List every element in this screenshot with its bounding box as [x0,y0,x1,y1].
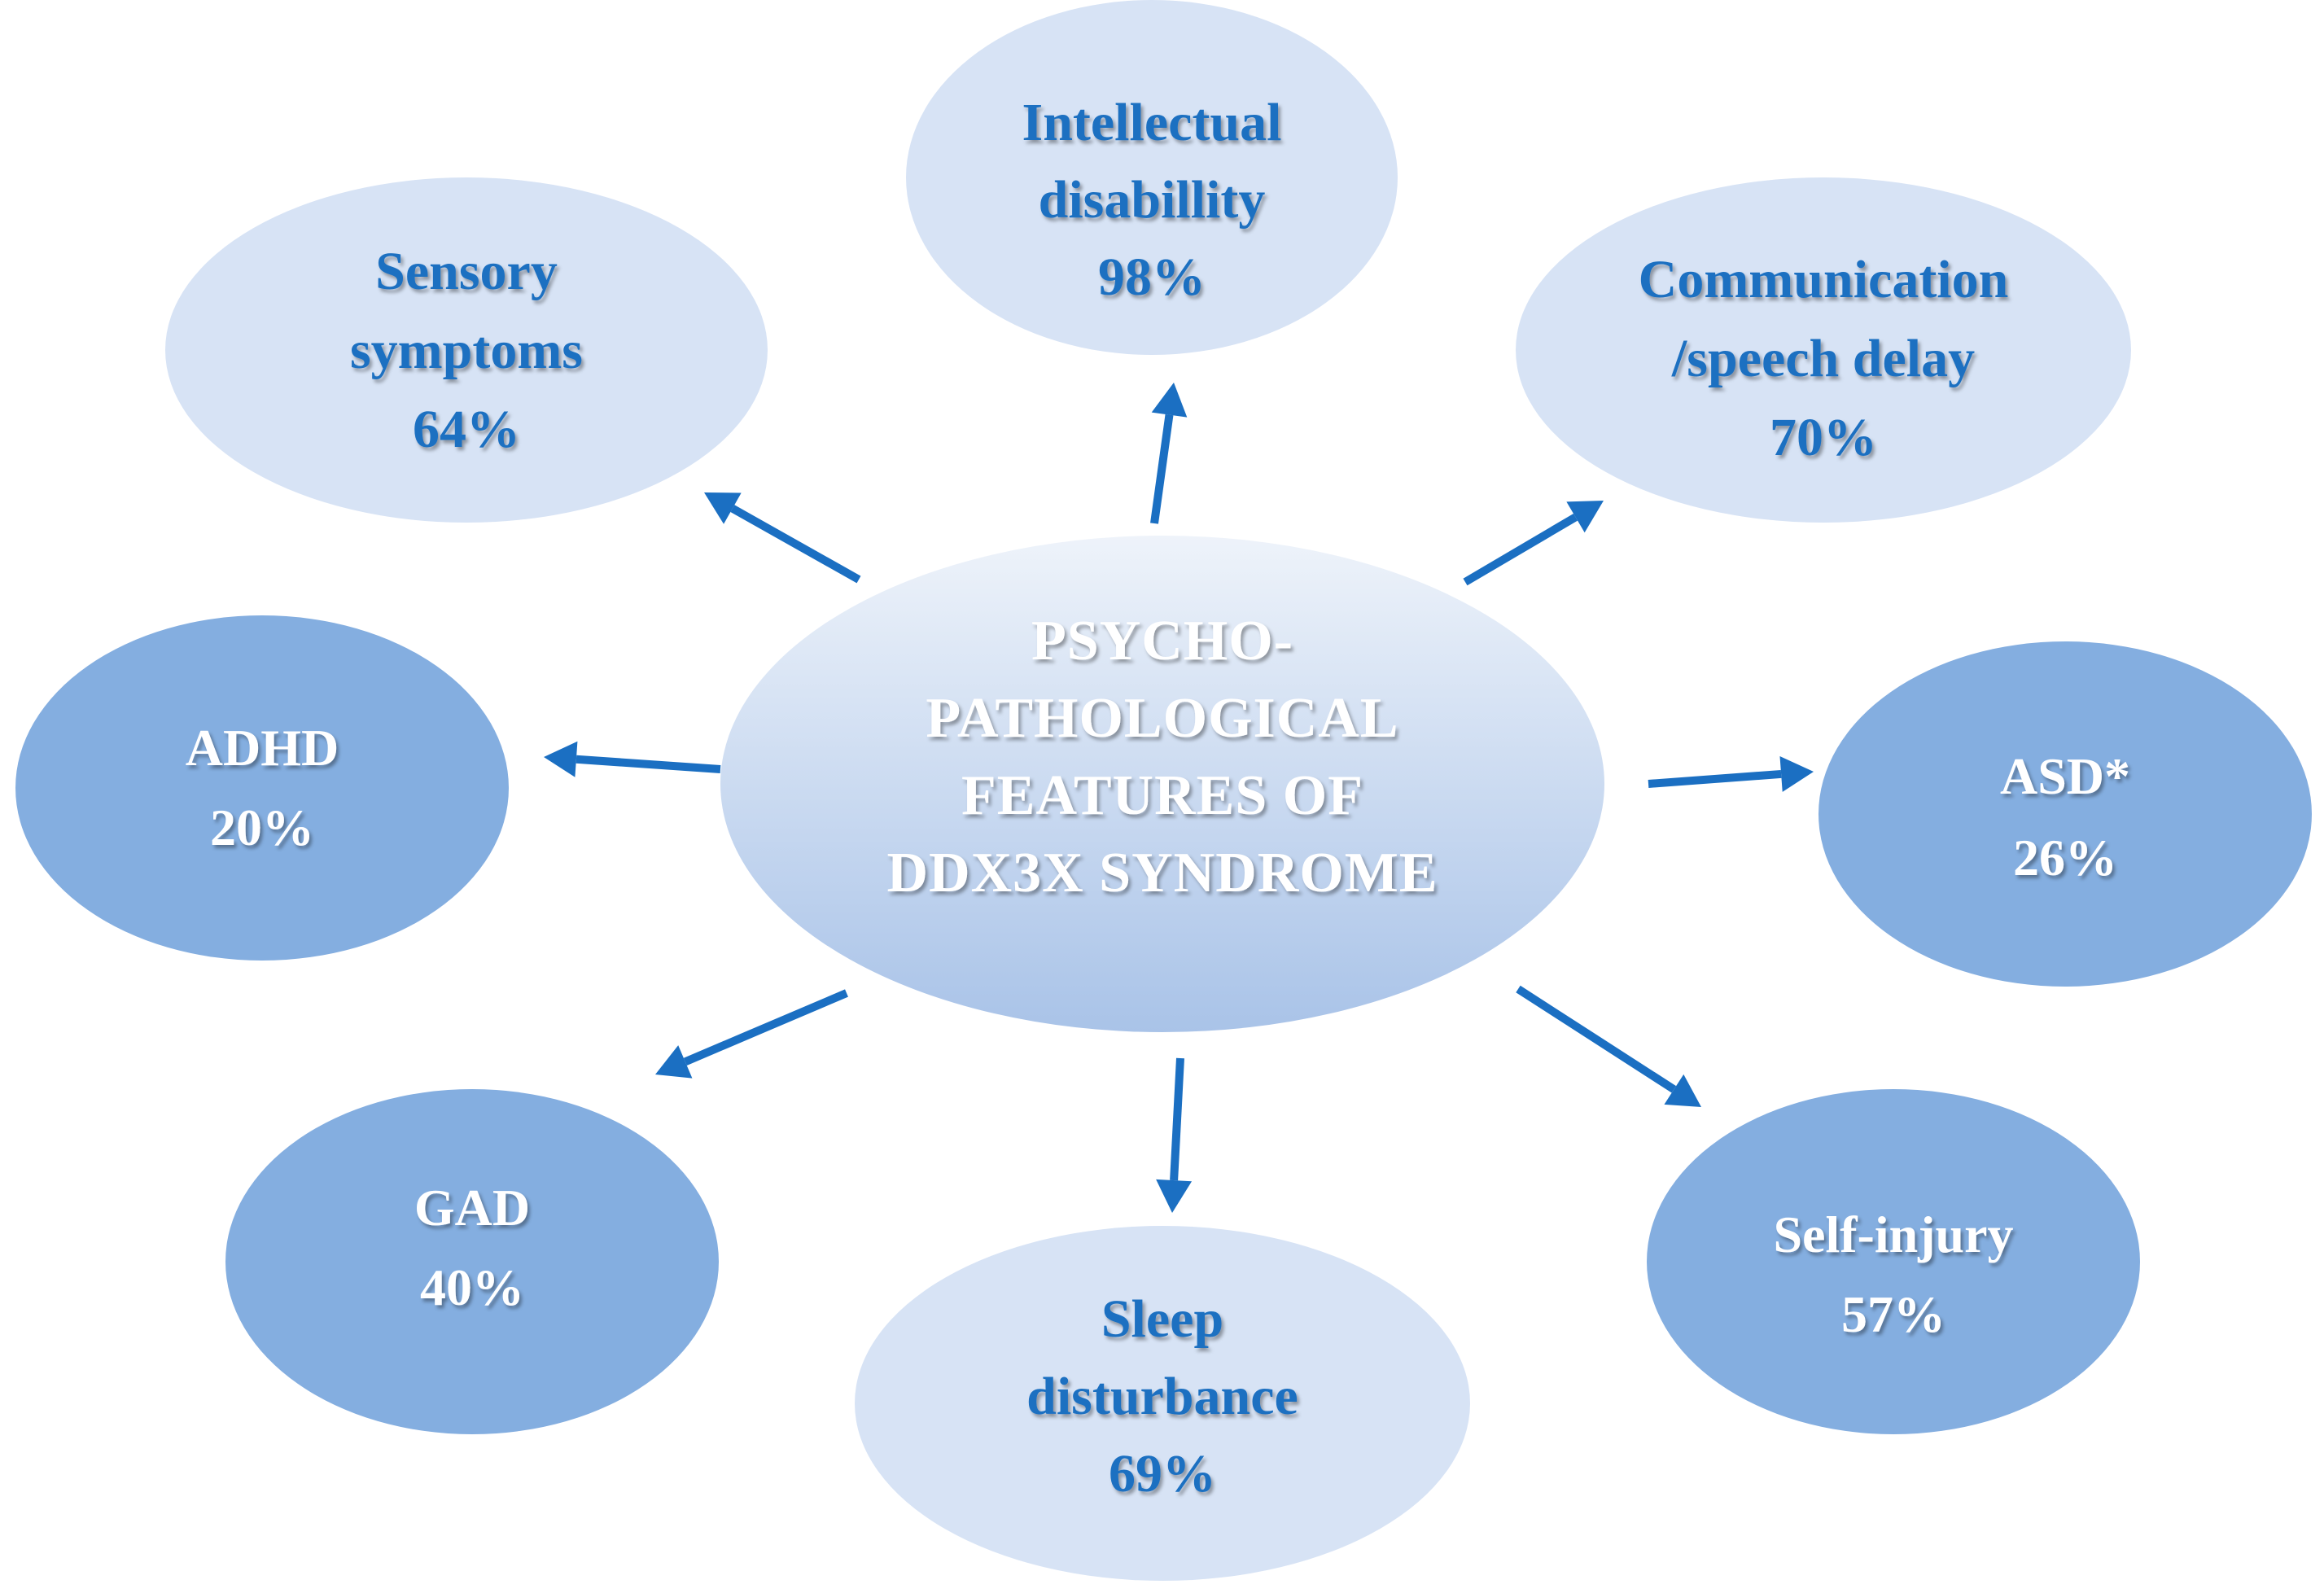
feature-label: ASD* [2000,747,2130,805]
feature-label: disabillity [1039,170,1266,230]
arrow-to-intellectual-disability [1150,383,1188,524]
feature-percentage: 57% [1841,1285,1945,1343]
feature-node-sensory-symptoms: Sensory symptoms 64% [165,177,768,523]
arrow-shaft [1463,513,1578,586]
arrow-to-asd [1648,756,1814,792]
feature-percentage: 64% [413,400,520,459]
arrow-shaft [576,755,721,773]
feature-ellipse [855,1226,1470,1581]
arrow-head [1664,1074,1701,1107]
feature-node-gad: GAD 40% [225,1089,719,1434]
nodes: Intellectualdisabillity98%Communication/… [15,0,2312,1581]
arrow-to-self-injury [1516,985,1701,1107]
arrow-head [704,492,742,524]
feature-ellipse [15,615,509,961]
feature-ellipse [906,0,1398,355]
arrow-shaft [1150,414,1174,524]
feature-label: disturbance [1026,1367,1298,1426]
feature-ellipse [165,177,768,523]
feature-label: Intellectual [1022,93,1282,152]
feature-label: ADHD [186,719,339,777]
feature-node-self-injury: Self-injury 57% [1647,1089,2140,1434]
feature-percentage: 40% [420,1258,524,1316]
feature-percentage: 70% [1770,408,1877,467]
arrow-head [1151,383,1188,418]
arrow-to-gad [655,989,848,1079]
center-node: PSYCHO- PATHOLOGICAL FEATURES OF DDX3X SYND… [720,536,1604,1032]
arrow-shaft [1170,1057,1184,1181]
feature-percentage: 98% [1098,247,1206,307]
feature-node-asd: ASD* 26% [1818,641,2312,987]
arrows [544,383,1814,1213]
feature-ellipse [1818,641,2312,987]
feature-ellipse [1516,177,2131,523]
feature-label: Sensory [375,242,558,301]
arrow-shaft [730,505,861,584]
center-ellipse [720,536,1604,1032]
feature-percentage: 26% [2013,829,2117,886]
center-title-line: FEATURES OF [961,764,1363,827]
feature-ellipse [1647,1089,2140,1434]
feature-label: /speech delay [1671,329,1975,388]
feature-percentage: 69% [1109,1444,1216,1503]
arrow-shaft [1516,985,1677,1093]
arrow-shaft [1648,769,1782,788]
feature-percentage: 20% [210,799,314,856]
feature-label: Sleep [1101,1289,1223,1349]
arrow-head [544,741,578,777]
arrow-head [1779,756,1814,792]
feature-label: Self-injury [1773,1206,2013,1263]
arrow-head [1566,501,1604,533]
arrow-head [655,1045,693,1079]
center-title-line: PSYCHO- [1031,610,1293,672]
feature-label: GAD [414,1179,530,1236]
feature-ellipse [225,1089,719,1434]
arrow-to-communication-speech-delay [1463,501,1604,586]
feature-label: Communication [1639,250,2009,309]
feature-node-adhd: ADHD 20% [15,615,509,961]
feature-node-intellectual-disability: Intellectual disabillity 98% [906,0,1398,355]
arrow-to-sleep-disturbance [1156,1057,1193,1213]
center-title-line: PATHOLOGICAL [926,687,1398,750]
feature-node-communication-speech-delay: Communication/speech delay 70% [1516,177,2131,523]
arrow-to-adhd [544,741,721,777]
feature-node-sleep-disturbance: Sleep disturbance 69% [855,1226,1470,1581]
center-title-line: DDX3X SYNDROME [886,842,1438,904]
arrow-shaft [683,989,848,1066]
arrow-to-sensory-symptoms [704,492,861,584]
arrow-head [1156,1179,1193,1213]
feature-label: symptoms [350,321,583,380]
